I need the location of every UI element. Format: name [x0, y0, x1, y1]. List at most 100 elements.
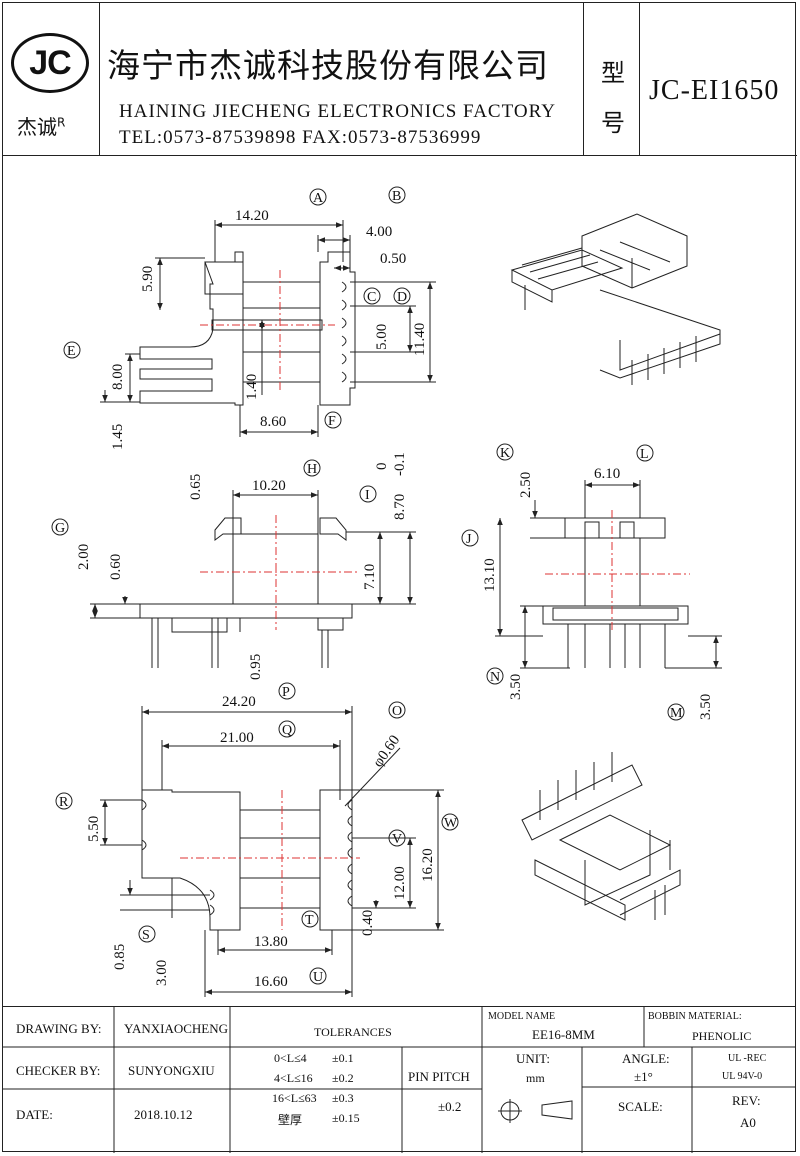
- bobbin-material-value: PHENOLIC: [692, 1029, 752, 1043]
- bottom-view: 24.20 21.00 φ0.60 5.50 12.00 16.20 0.40 …: [86, 694, 444, 997]
- dim-label: 21.00: [220, 730, 254, 746]
- dim-label: 0.60: [108, 554, 124, 580]
- tol-4-value: ±0.15: [332, 1111, 360, 1125]
- callout-I: I: [365, 488, 370, 503]
- registered-mark: R: [57, 115, 66, 130]
- tol-2-range: 4<L≤16: [274, 1071, 313, 1085]
- divider: [583, 3, 584, 155]
- callout-J: J: [466, 532, 472, 547]
- company-logo: JC: [11, 33, 89, 93]
- ul-rec: UL -REC: [728, 1053, 767, 1064]
- dim-label: 4.00: [366, 224, 392, 240]
- callout-C: C: [367, 290, 376, 305]
- callout-H: H: [307, 462, 317, 477]
- date-value: 2018.10.12: [134, 1107, 193, 1122]
- dim-label: 5.50: [86, 816, 102, 842]
- dim-label: 1.45: [110, 424, 126, 450]
- company-contact: TEL:0573-87539898 FAX:0573-87536999: [119, 127, 482, 148]
- dim-label: 2.00: [76, 544, 92, 570]
- tol-1-range: 0<L≤4: [274, 1051, 307, 1065]
- tol-4-range: 壁厚: [278, 1113, 303, 1127]
- callout-O: O: [392, 704, 402, 719]
- side-view: 2.50 6.10 13.10 3.50 3.50: [482, 466, 722, 720]
- dim-label: 0.50: [380, 251, 406, 267]
- callout-A: A: [313, 191, 324, 206]
- unit-label: UNIT:: [516, 1051, 551, 1066]
- logo-subtitle: 杰诚R: [17, 111, 65, 140]
- dim-label: 0.85: [112, 944, 128, 970]
- dim-label: 13.80: [254, 934, 288, 950]
- dim-label: 24.20: [222, 694, 256, 710]
- company-name-en: HAINING JIECHENG ELECTRONICS FACTORY: [119, 101, 556, 122]
- dim-label: 5.90: [140, 266, 156, 292]
- dim-label: 1.40: [244, 374, 260, 400]
- dim-label: 13.10: [482, 558, 498, 592]
- dim-tol-up: 0: [374, 463, 390, 471]
- callout-W: W: [444, 816, 458, 831]
- divider: [639, 3, 640, 155]
- angle-label: ANGLE:: [622, 1051, 670, 1066]
- divider: [99, 3, 100, 155]
- dim-label: 7.10: [362, 564, 378, 590]
- dim-label: 12.00: [392, 866, 408, 900]
- callout-D: D: [397, 290, 407, 305]
- dim-label: 2.50: [518, 472, 534, 498]
- model-number: JC-EI1650: [649, 75, 780, 106]
- dim-label: 11.40: [412, 323, 428, 356]
- model-name-label: MODEL NAME: [488, 1011, 556, 1022]
- callout-L: L: [640, 447, 649, 462]
- type-label-2: 号: [601, 109, 625, 137]
- angle-value: ±1°: [634, 1069, 653, 1084]
- callout-E: E: [67, 344, 76, 359]
- logo-sub-text: 杰诚: [17, 115, 57, 139]
- rev-value: A0: [740, 1115, 756, 1130]
- dim-label: 3.50: [508, 674, 524, 700]
- dim-label: 6.10: [594, 466, 620, 482]
- dim-label: 14.20: [235, 208, 269, 224]
- title-block: DRAWING BY: YANXIAOCHENG CHECKER BY: SUN…: [2, 1006, 796, 1153]
- date-label: DATE:: [16, 1107, 53, 1122]
- ul-94v0: UL 94V-0: [722, 1071, 763, 1082]
- dim-label: 10.20: [252, 478, 286, 494]
- callout-R: R: [59, 795, 69, 810]
- dim-label: 3.50: [698, 694, 714, 720]
- tol-3-value: ±0.3: [332, 1091, 354, 1105]
- dim-label: 0.40: [360, 910, 376, 936]
- header: JC 杰诚R 海宁市杰诚科技股份有限公司 HAINING JIECHENG EL…: [3, 3, 797, 156]
- tolerances-label: TOLERANCES: [314, 1025, 392, 1039]
- top-view: 14.20 4.00 0.50 5.90 5.00 11.40 8.00 1.4…: [100, 208, 436, 450]
- checker-by-value: SUNYONGXIU: [128, 1063, 215, 1078]
- callout-U: U: [313, 970, 323, 985]
- isometric-view-bottom: [521, 752, 681, 921]
- dim-label: 5.00: [374, 324, 390, 350]
- callout-G: G: [55, 521, 65, 536]
- callout-S: S: [142, 928, 150, 943]
- callout-B: B: [392, 189, 401, 204]
- model-name-value: EE16-8MM: [532, 1027, 595, 1042]
- tol-2-value: ±0.2: [332, 1071, 354, 1085]
- checker-by-label: CHECKER BY:: [16, 1063, 101, 1078]
- technical-drawing: 14.20 4.00 0.50 5.90 5.00 11.40 8.00 1.4…: [51, 186, 722, 997]
- tol-1-value: ±0.1: [332, 1051, 354, 1065]
- callouts: A B C D E F G H I J K L M N O P Q R S T …: [51, 186, 685, 985]
- pin-pitch-value: ±0.2: [438, 1099, 462, 1114]
- pin-pitch-label: PIN PITCH: [408, 1069, 470, 1084]
- bobbin-material-label: BOBBIN MATERIAL:: [648, 1011, 742, 1022]
- front-view: 0.65 10.20 8.70 0 -0.1 7.10 2.00 0.60 0.…: [76, 452, 416, 680]
- title-block-grid: [2, 1007, 796, 1153]
- callout-F: F: [328, 414, 336, 429]
- dim-tol-down: -0.1: [392, 452, 408, 476]
- tol-3-range: 16<L≤63: [272, 1091, 317, 1105]
- dim-label: 16.20: [420, 848, 436, 882]
- callout-Q: Q: [282, 723, 292, 738]
- dim-label: 8.00: [110, 364, 126, 390]
- isometric-view-top: [510, 213, 721, 385]
- callout-P: P: [282, 685, 290, 700]
- callout-M: M: [670, 706, 683, 721]
- drawing-by-value: YANXIAOCHENG: [124, 1021, 228, 1036]
- callout-N: N: [490, 670, 500, 685]
- callout-K: K: [500, 446, 510, 461]
- logo-text: JC: [29, 43, 71, 82]
- callout-V: V: [392, 832, 402, 847]
